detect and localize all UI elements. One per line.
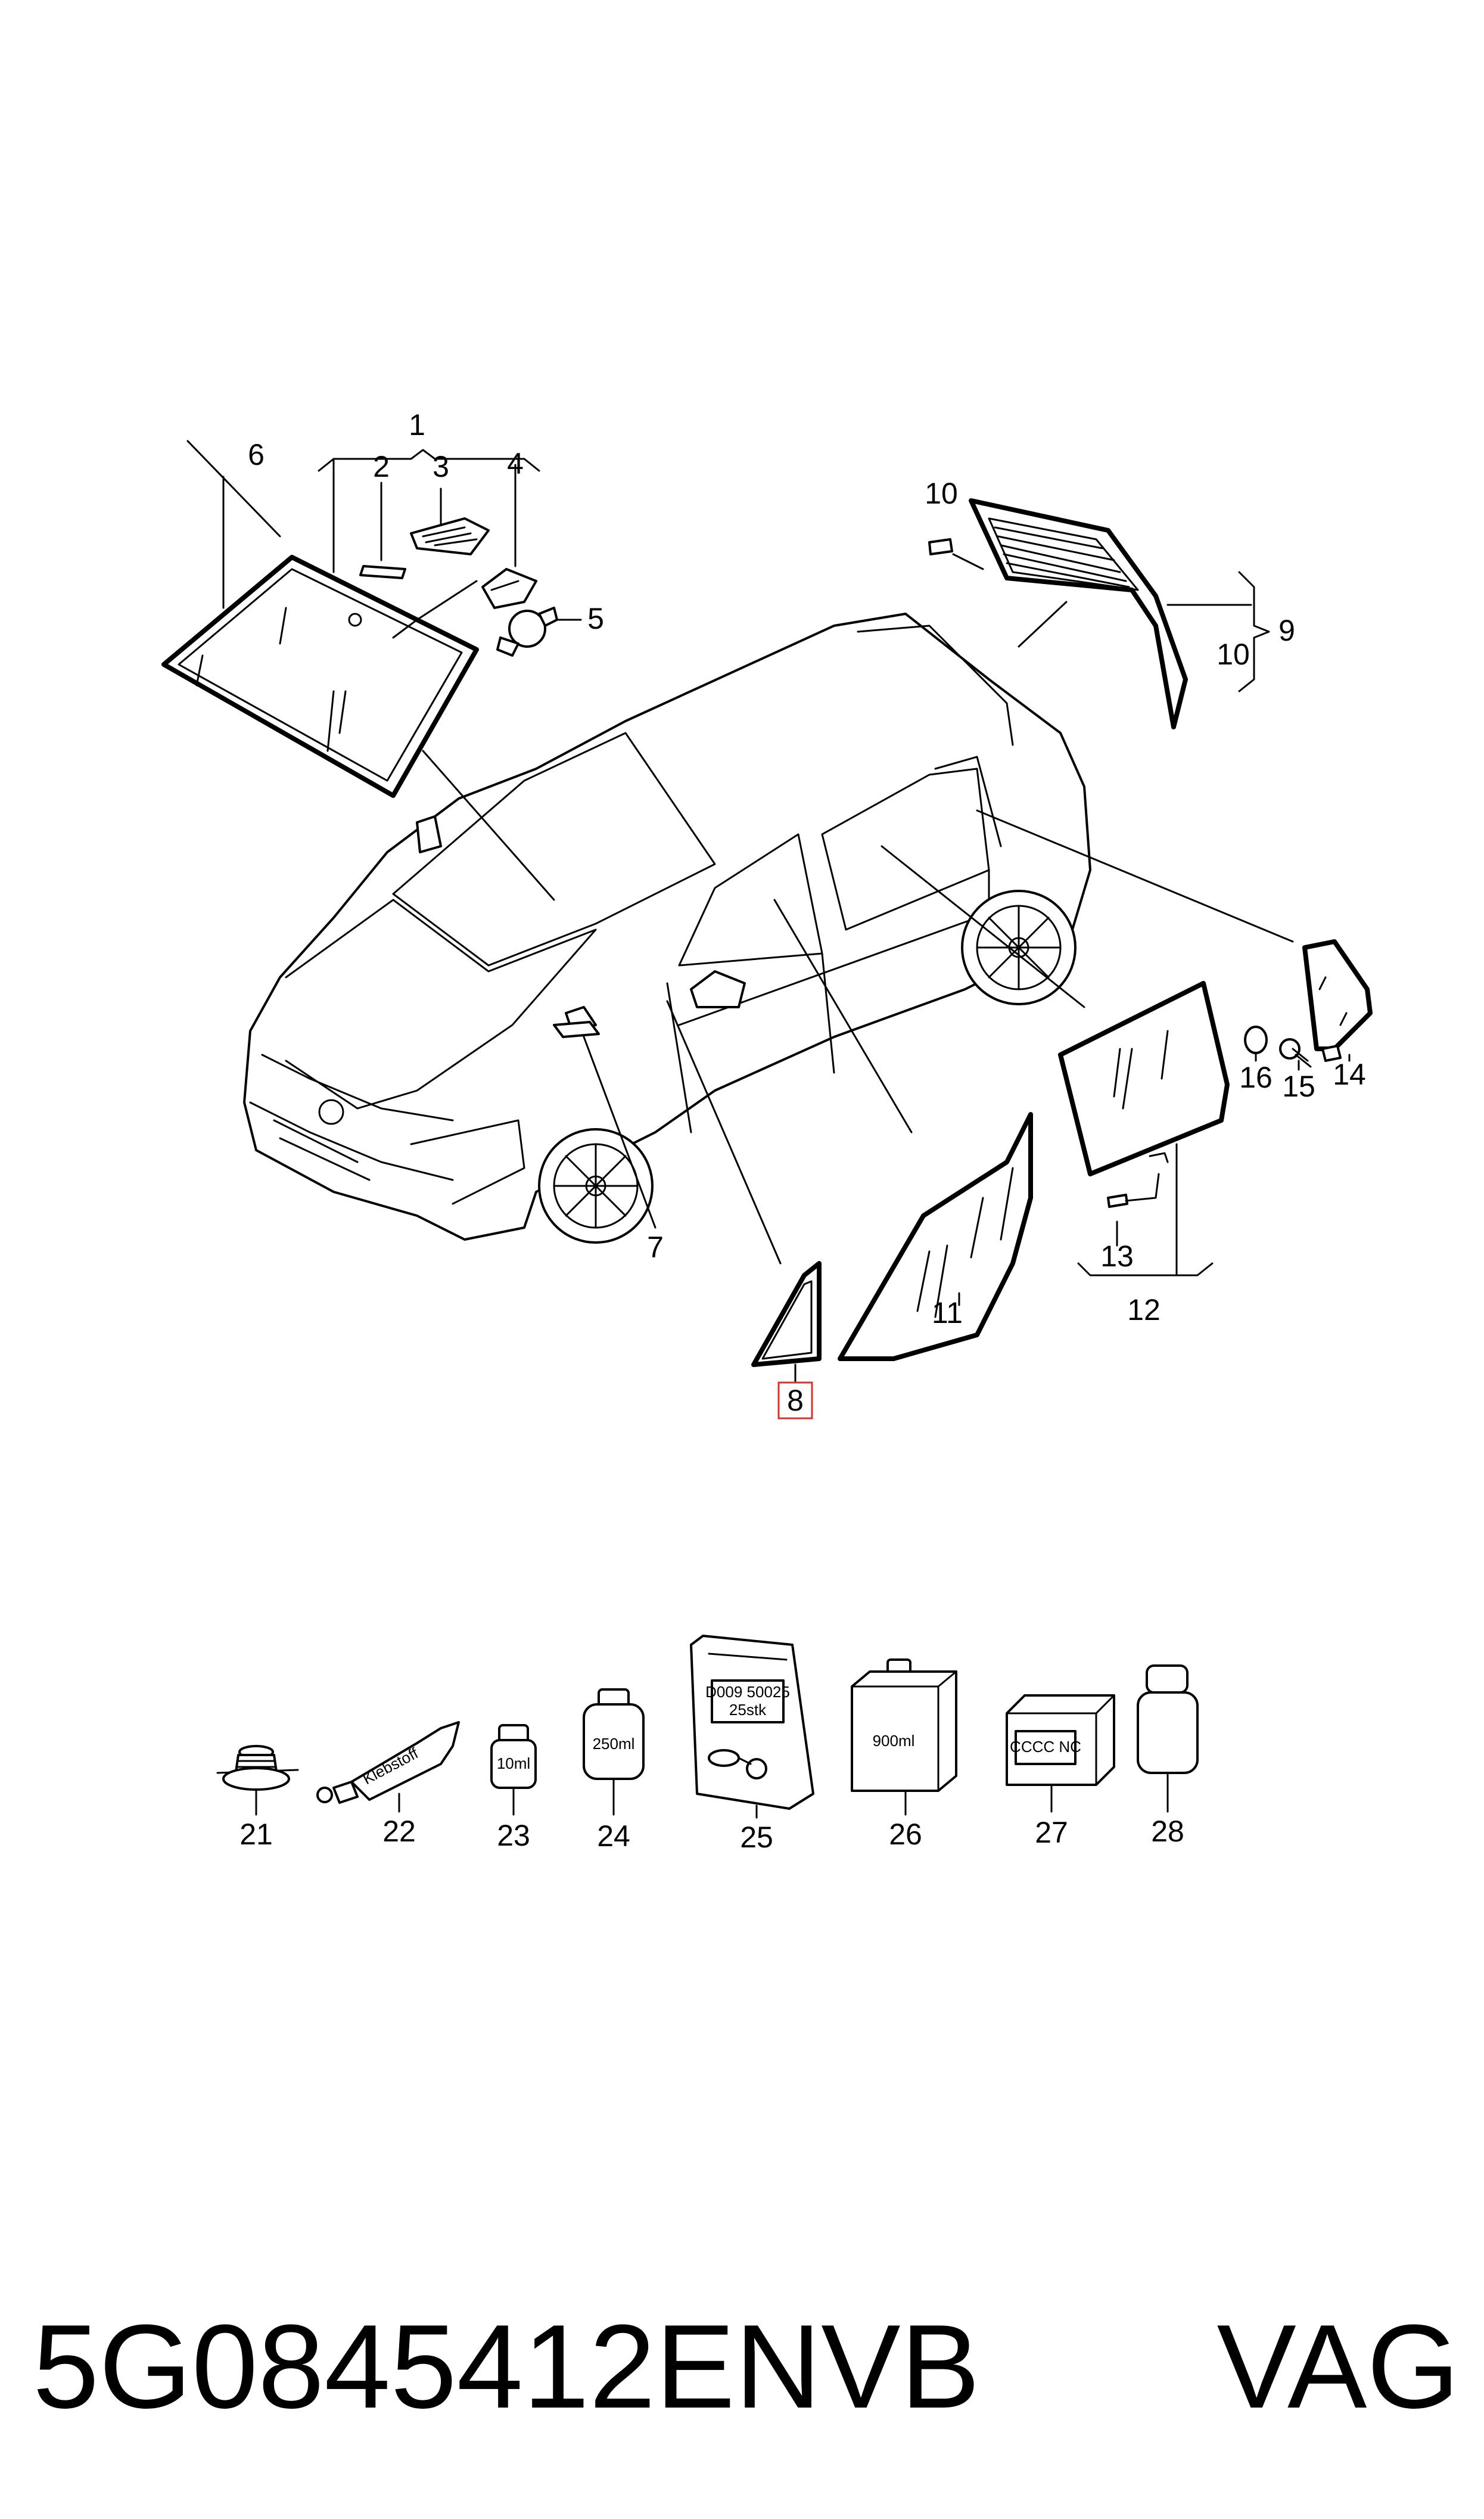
part-23-small-bottle[interactable]: 10ml 23: [490, 1724, 537, 1852]
callout-4[interactable]: 4: [507, 447, 524, 480]
part-3-sensor-pad[interactable]: [410, 517, 490, 555]
part-10-clip[interactable]: [928, 538, 953, 555]
car-illustration: [243, 613, 1091, 1244]
windshield-glass[interactable]: [161, 555, 479, 798]
bag-qty-label: 25stk: [729, 1701, 767, 1719]
callout-8[interactable]: 8: [787, 1384, 804, 1417]
front-quarter-glass[interactable]: [751, 1261, 822, 1367]
callout-5[interactable]: 5: [587, 602, 604, 635]
part-25-bag[interactable]: D009 50025 25stk 25: [690, 1635, 814, 1854]
rear-window-glass[interactable]: [969, 498, 1188, 729]
part-number-text: 5G0845412ENVB: [33, 2300, 980, 2433]
part-21-spool[interactable]: 21: [216, 1745, 299, 1851]
callout-21[interactable]: 21: [239, 1818, 273, 1851]
part-2-strip[interactable]: [359, 565, 406, 579]
part-24-can[interactable]: 250ml 24: [583, 1688, 645, 1853]
callout-6[interactable]: 6: [248, 438, 265, 471]
part-15-screw[interactable]: [1279, 1038, 1312, 1068]
part-4-bracket[interactable]: [481, 568, 537, 609]
callout-28[interactable]: 28: [1151, 1815, 1184, 1848]
callout-27[interactable]: 27: [1035, 1816, 1068, 1849]
callout-11[interactable]: 11: [932, 1296, 963, 1330]
callout-2[interactable]: 2: [373, 450, 390, 483]
rear-quarter-glass[interactable]: [1302, 939, 1373, 1062]
part-5-mirror-base[interactable]: [496, 607, 558, 657]
rear-door-glass[interactable]: [1058, 981, 1230, 1176]
callout-12[interactable]: 12: [1127, 1293, 1161, 1327]
callout-16[interactable]: 16: [1239, 1061, 1273, 1094]
front-door-glass[interactable]: [838, 1112, 1033, 1361]
callout-9[interactable]: 9: [1278, 614, 1295, 647]
callout-10-top[interactable]: 10: [925, 477, 958, 510]
part-26-box[interactable]: 900ml 26: [851, 1658, 957, 1851]
callout-23[interactable]: 23: [497, 1819, 530, 1852]
can-label: 250ml: [593, 1735, 635, 1753]
callout-8-highlight-box: [777, 1381, 813, 1420]
callout-1[interactable]: 1: [409, 408, 425, 442]
part-7-strip[interactable]: [553, 1021, 600, 1038]
callout-10-side[interactable]: 10: [1217, 638, 1250, 671]
callout-22[interactable]: 22: [382, 1815, 416, 1848]
part-27-box[interactable]: CCCC NC 27: [1006, 1694, 1115, 1849]
callout-25[interactable]: 25: [740, 1821, 773, 1854]
part-16-grommet[interactable]: [1244, 1026, 1268, 1054]
front-wheel: [538, 1128, 654, 1244]
part-22-adhesive-tube[interactable]: Klebstoff 22: [316, 1721, 460, 1848]
callout-labels: 1 2 3 4 5 6 7 8 9 10 10 11 12 13 14 15 1…: [186, 408, 1366, 1420]
accessory-parts-row: 21 Klebstoff 22 10ml 23 250ml 24: [216, 1635, 1199, 1854]
callout-26[interactable]: 26: [889, 1818, 922, 1851]
part-13-pin[interactable]: [1107, 1194, 1128, 1208]
bag-code-label: D009 50025: [705, 1683, 790, 1701]
callout-3[interactable]: 3: [433, 450, 449, 483]
bottle-label: 10ml: [497, 1754, 530, 1772]
callout-15[interactable]: 15: [1282, 1070, 1315, 1103]
part-28-jar[interactable]: 28: [1137, 1664, 1199, 1848]
brand-text: VAG: [1217, 2300, 1460, 2433]
callout-7[interactable]: 7: [647, 1231, 664, 1264]
callout-24[interactable]: 24: [597, 1819, 630, 1853]
box-27-label: CCCC NC: [1010, 1738, 1081, 1756]
callout-14[interactable]: 14: [1333, 1058, 1366, 1091]
rear-wheel: [961, 890, 1077, 1005]
callout-13[interactable]: 13: [1100, 1240, 1134, 1273]
box-label: 900ml: [873, 1732, 915, 1750]
